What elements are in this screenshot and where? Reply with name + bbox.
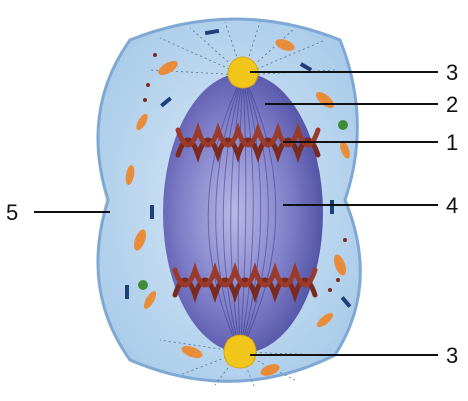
label-spindle-fibre: 2 [446, 92, 458, 117]
label-centrosome-top: 3 [446, 60, 458, 85]
label-chromosomes: 1 [446, 130, 458, 155]
label-spindle-middle: 4 [446, 193, 458, 218]
label-cell-membrane: 5 [6, 200, 18, 225]
centrosome-bottom-shape [224, 335, 256, 368]
label-centrosome-bottom: 3 [446, 343, 458, 368]
